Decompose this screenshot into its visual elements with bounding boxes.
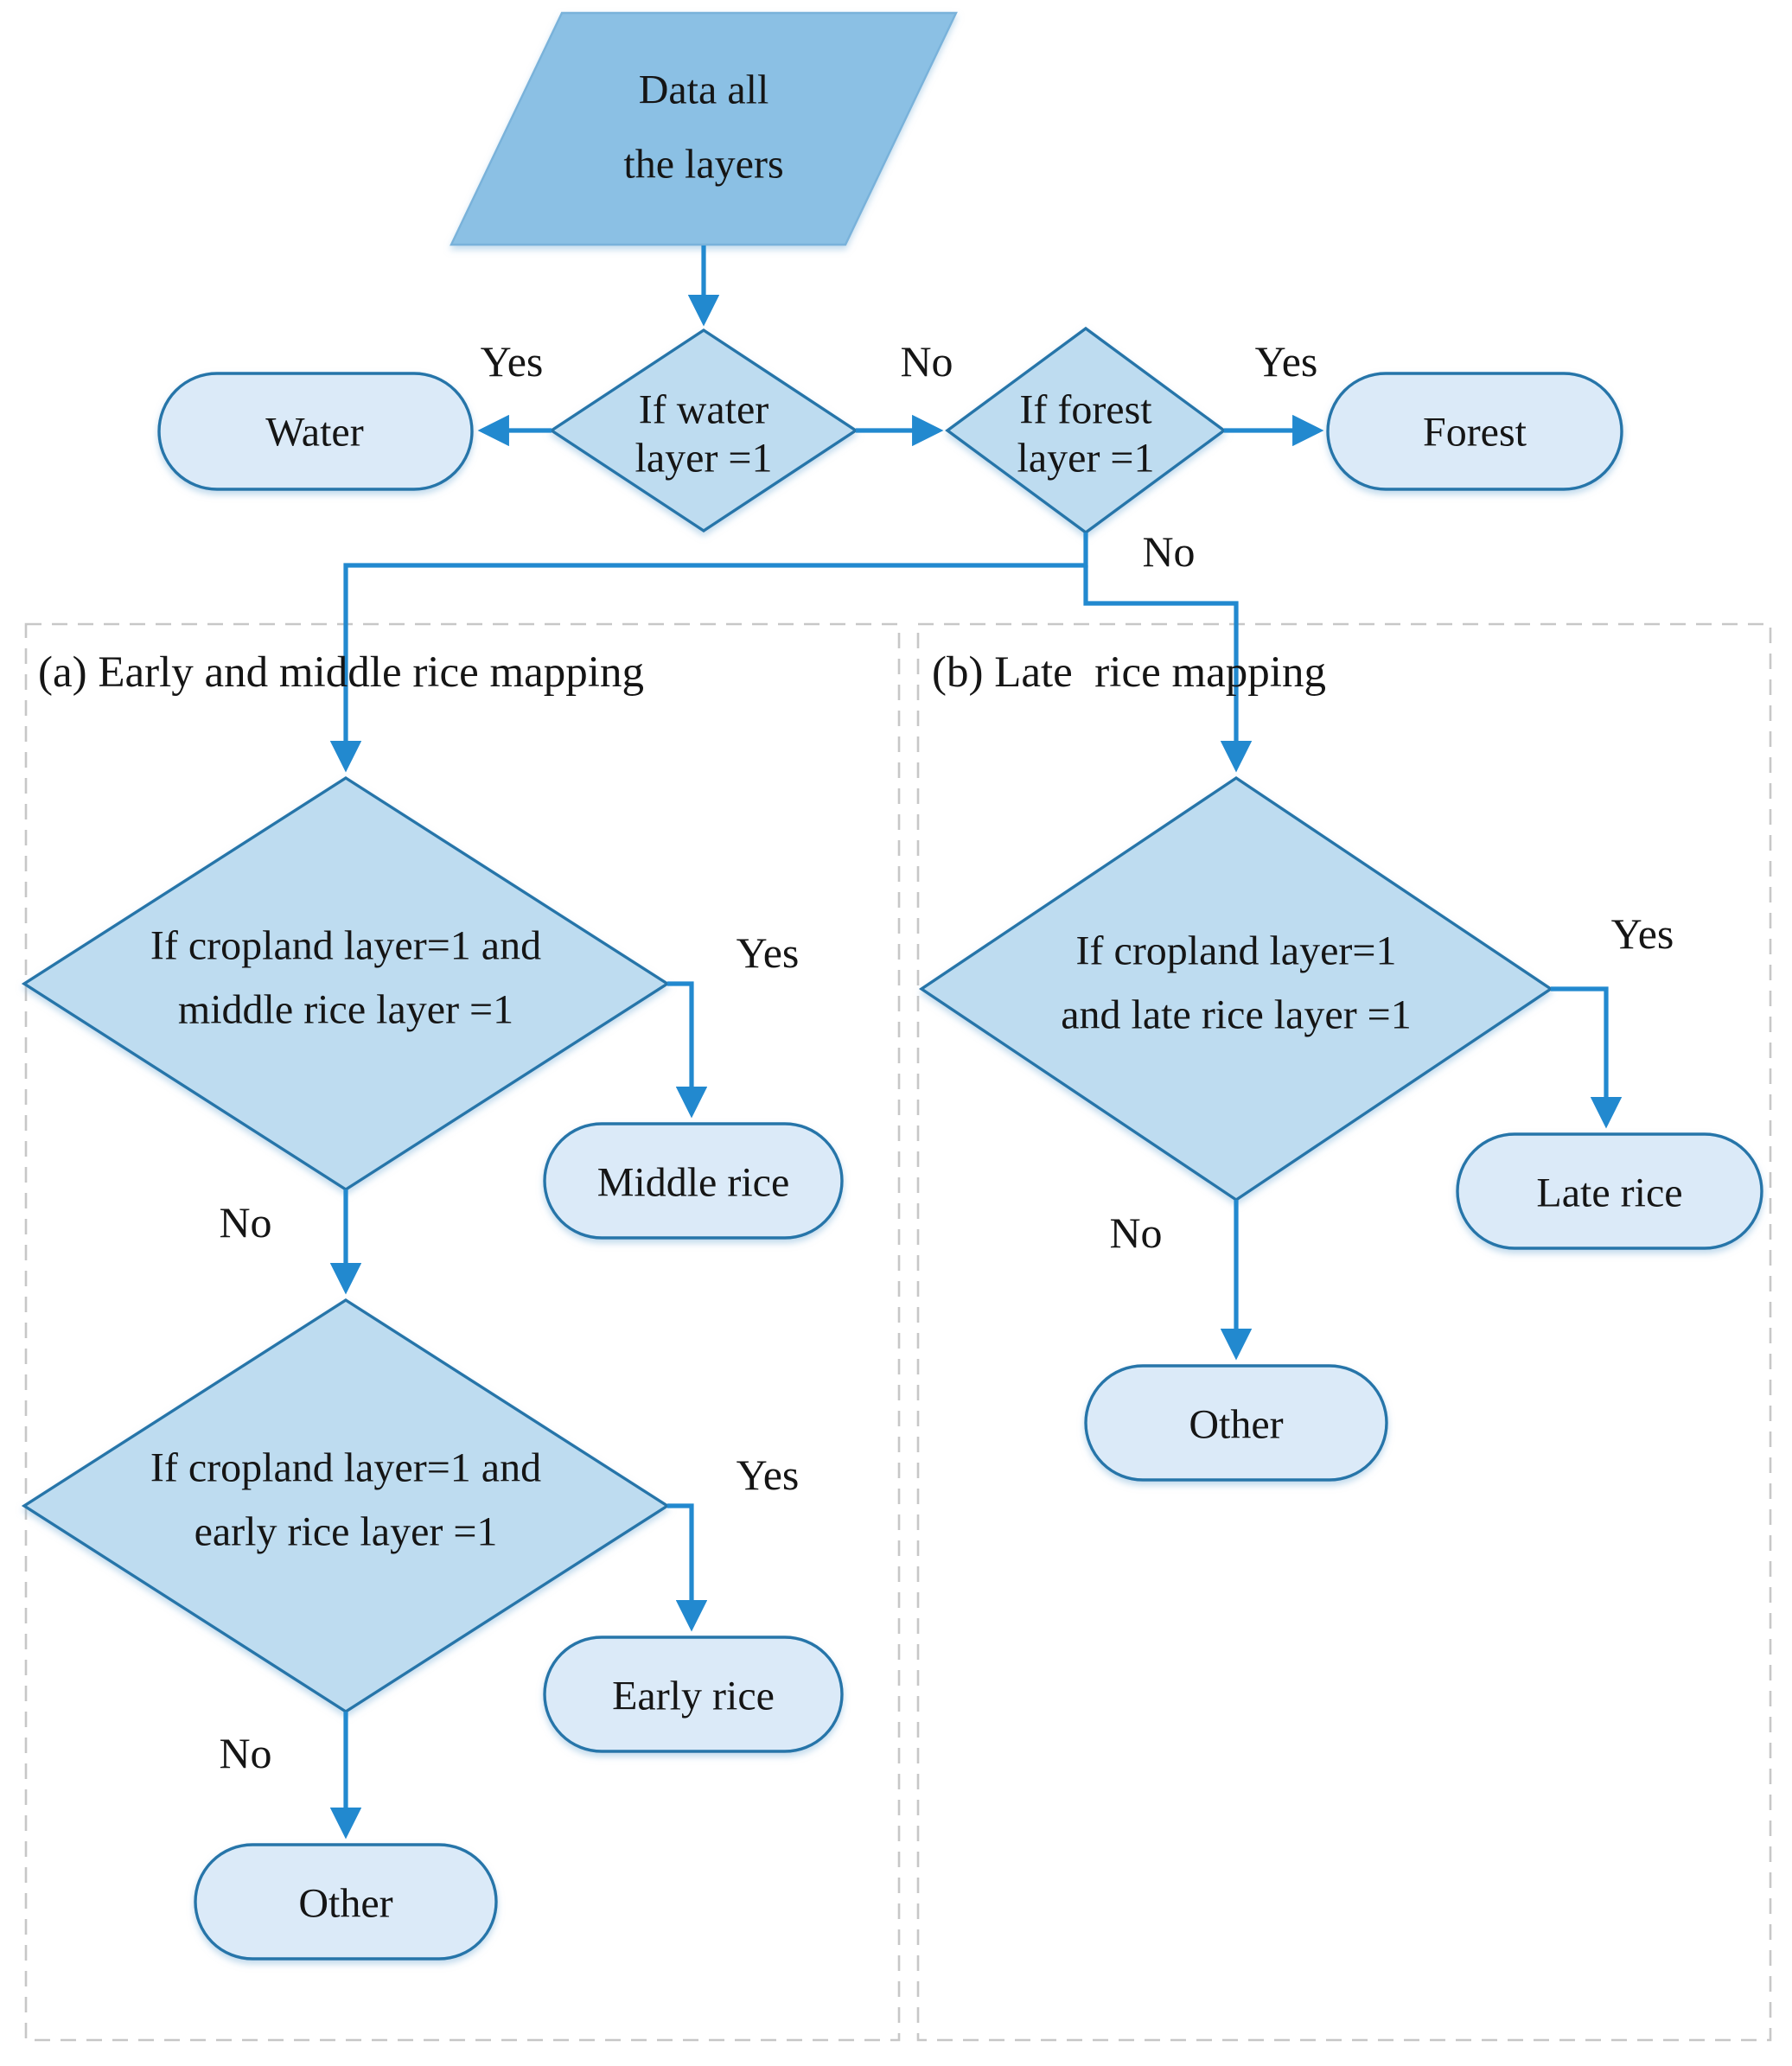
middle-rice-terminator-label: Middle rice	[597, 1160, 790, 1206]
late-decision-text-line2: and late rice layer =1	[1061, 992, 1412, 1038]
early-decision-text-line1: If cropland layer=1 and	[150, 1445, 541, 1491]
late-yes-label: Yes	[1611, 909, 1674, 958]
water-decision-diamond	[548, 328, 859, 533]
other-a-terminator	[194, 1843, 498, 1961]
water-no-label: No	[900, 337, 953, 386]
late-decision-text-line1: If cropland layer=1	[1076, 928, 1397, 974]
section-b-box	[916, 622, 1772, 2042]
edge-early-yes	[667, 1503, 708, 1632]
late-rice-terminator	[1456, 1132, 1763, 1250]
late-rice-terminator-label: Late rice	[1536, 1170, 1682, 1216]
forest-decision-text-line1: If forest	[1019, 387, 1152, 433]
late-no-label: No	[1109, 1208, 1162, 1257]
start-text-line1: Data all	[639, 67, 769, 113]
edge-forest-no-to-section-b	[1083, 565, 1253, 773]
water-yes-label: Yes	[481, 337, 544, 386]
water-decision-text-line2: layer =1	[635, 436, 773, 481]
late-rice-decision-diamond	[918, 775, 1554, 1202]
middle-yes-label: Yes	[737, 928, 800, 977]
water-decision-text-line1: If water	[639, 387, 769, 433]
early-rice-terminator	[543, 1636, 844, 1753]
edge-forest-no-to-section-a	[329, 532, 1088, 773]
early-rice-terminator-label: Early rice	[612, 1674, 775, 1719]
forest-decision-text-line2: layer =1	[1017, 436, 1155, 481]
water-terminator-label: Water	[265, 410, 363, 456]
middle-rice-decision-diamond	[21, 775, 671, 1192]
start-text-line2: the layers	[623, 142, 783, 188]
forest-terminator-label: Forest	[1423, 410, 1527, 456]
forest-yes-label: Yes	[1255, 337, 1318, 386]
section-b-title: (b) Late rice mapping	[932, 648, 1326, 697]
start-parallelogram	[450, 11, 958, 246]
edge-late-yes	[1551, 986, 1623, 1129]
forest-terminator	[1326, 372, 1623, 491]
water-terminator	[157, 372, 474, 491]
other-b-terminator-label: Other	[1189, 1402, 1283, 1448]
middle-decision-text-line1: If cropland layer=1 and	[150, 923, 541, 969]
early-decision-text-line2: early rice layer =1	[195, 1509, 498, 1555]
forest-no-label: No	[1142, 527, 1195, 576]
section-a-box	[24, 622, 901, 2042]
early-yes-label: Yes	[737, 1451, 800, 1499]
middle-decision-text-line2: middle rice layer =1	[178, 987, 513, 1033]
section-a-title: (a) Early and middle rice mapping	[38, 648, 644, 697]
other-a-terminator-label: Other	[298, 1881, 392, 1927]
middle-no-label: No	[219, 1198, 271, 1247]
edge-middle-yes	[667, 981, 708, 1119]
middle-rice-terminator	[543, 1122, 844, 1240]
other-b-terminator	[1084, 1364, 1388, 1482]
early-no-label: No	[219, 1729, 271, 1777]
